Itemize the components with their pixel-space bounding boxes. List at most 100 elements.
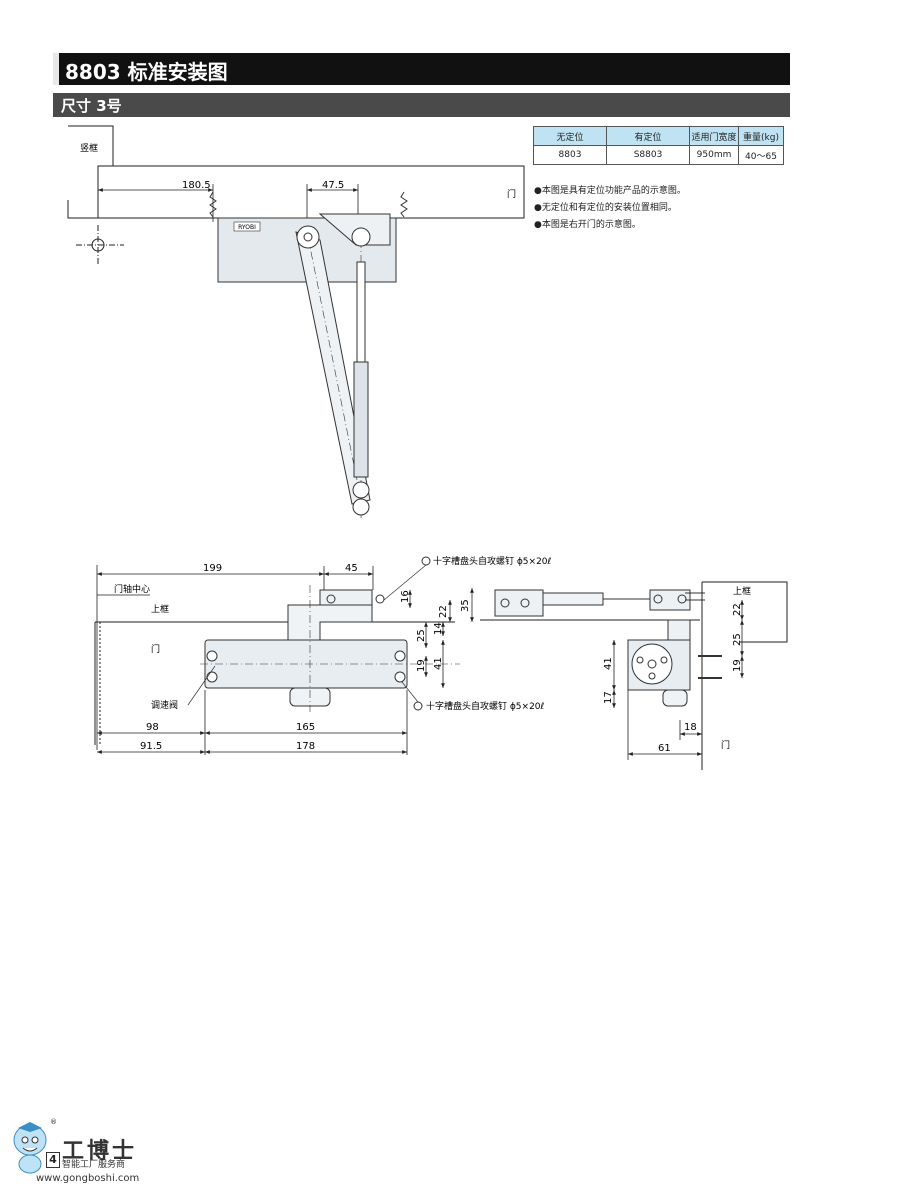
mount-screw-icon (394, 650, 406, 662)
mount-screw-icon (206, 671, 218, 683)
side-door-label: 门 (721, 739, 730, 751)
side-view-drawing: 上框 门 22 25 19 41 17 18 61 (480, 581, 788, 770)
side-arm (542, 592, 604, 606)
spec-header-cell: 适用门宽度 (689, 126, 739, 146)
side-spindle-icon (631, 643, 673, 685)
dim-25: 25 (416, 629, 427, 642)
mascot-logo-icon (8, 1118, 58, 1182)
page-title: 8803 标准安装图 (65, 60, 228, 84)
note-item: ●无定位和有定位的安装位置相同。 (534, 203, 677, 213)
screw-icon (400, 191, 408, 218)
side-screw-icon (653, 594, 663, 604)
dim-19s: 19 (732, 659, 743, 672)
title-accent (53, 53, 59, 85)
axis-label: 门轴中心 (114, 583, 150, 595)
dim-165: 165 (296, 722, 315, 733)
note-item: ●本图是具有定位功能产品的示意图。 (534, 186, 686, 196)
leader-line (187, 665, 216, 706)
spec-table-row: 8803 S8803 950mm 40～65 (533, 145, 784, 165)
dim-41: 41 (433, 657, 444, 670)
dim-61s: 61 (658, 743, 671, 754)
spec-header-cell: 重量(kg) (738, 126, 784, 146)
spec-table: 无定位 有定位 适用门宽度 重量(kg) 8803 S8803 950mm 40… (533, 126, 784, 165)
registered-mark: ® (50, 1118, 57, 1126)
frame-label: 竖框 (80, 142, 98, 154)
screw-note: 十字槽盘头自攻螺钉 ϕ5×20ℓ (433, 555, 551, 567)
dim-22s: 22 (732, 603, 743, 616)
installation-drawings: 竖框 门 180.5 47.5 RYOBI 199 (67, 125, 788, 770)
arm-pivot-inner (303, 232, 313, 242)
leader-line (383, 564, 427, 601)
dim-45: 45 (345, 563, 358, 574)
upper-frame-outline (702, 581, 788, 643)
side-screw-icon (520, 598, 530, 608)
section-subtitle-bar: 尺寸 3号 (53, 93, 790, 117)
elbow-pivot-icon (352, 481, 370, 499)
dim-a: 180.5 (182, 180, 211, 191)
dim-41s: 41 (603, 657, 614, 670)
spec-cell: 40～65 (738, 145, 784, 165)
footer-website: www.gongboshi.com (36, 1173, 140, 1184)
dim-18s: 18 (684, 722, 697, 733)
dim-178: 178 (296, 741, 315, 752)
screw-hole-icon (375, 594, 385, 604)
upper-frame-label: 上框 (151, 603, 169, 615)
dim-25s: 25 (732, 633, 743, 646)
dim-17s: 17 (603, 691, 614, 704)
valve-label: 调速阀 (151, 700, 178, 711)
screw-symbol-icon (413, 701, 423, 711)
door-label: 门 (151, 643, 160, 655)
page-title-bar: 8803 标准安装图 (53, 53, 790, 85)
section-subtitle: 尺寸 3号 (61, 97, 122, 115)
bracket-pivot-icon (351, 227, 371, 247)
dim-19: 19 (416, 659, 427, 672)
dim-22: 22 (438, 605, 449, 618)
forearm-tube (353, 361, 369, 478)
front-view-drawing: 199 45 门轴中心 上框 门 十字槽盘头自攻螺钉 ϕ5×20ℓ 十字槽盘头自… (94, 555, 551, 755)
arm-shoulder (287, 604, 373, 641)
leader-line (401, 681, 419, 703)
side-hole-icon (636, 656, 644, 664)
side-spindle-center (647, 659, 657, 669)
side-screw-icon (500, 598, 510, 608)
screw-hole-icon (326, 594, 336, 604)
arm-pivot-icon (296, 225, 320, 249)
side-hole-icon (660, 656, 668, 664)
nameplate (233, 221, 261, 232)
dim-b: 47.5 (322, 180, 344, 191)
spec-header-cell: 有定位 (606, 126, 690, 146)
side-boss (662, 689, 688, 707)
dim-35: 35 (460, 599, 471, 612)
top-installation-drawing: 竖框 门 180.5 47.5 RYOBI (67, 125, 525, 520)
side-hole-icon (648, 672, 656, 680)
connecting-rod (356, 261, 366, 363)
pivot-symbol-icon (91, 238, 105, 252)
nameplate-text: RYOBI (238, 224, 256, 231)
footer-tagline: 智能工厂服务商 (62, 1160, 126, 1170)
door-label: 门 (507, 188, 516, 200)
side-screw-icon (677, 594, 687, 604)
arm-bracket (318, 213, 391, 246)
side-upper-frame-label: 上框 (733, 585, 751, 597)
page-number: 4 (46, 1152, 60, 1168)
mount-screw-icon (394, 671, 406, 683)
door-outline (97, 165, 525, 219)
dim-16: 16 (400, 590, 411, 603)
note-item: ●本图是右开门的示意图。 (534, 220, 641, 230)
screw-note-2: 十字槽盘头自攻螺钉 ϕ5×20ℓ (426, 700, 544, 712)
spec-table-header-row: 无定位 有定位 适用门宽度 重量(kg) (533, 126, 784, 146)
dim-98: 98 (146, 722, 159, 733)
mount-screw-icon (206, 650, 218, 662)
spec-cell: 8803 (533, 145, 607, 165)
side-mount-screw-icon (698, 655, 722, 679)
elbow-pivot-icon (352, 498, 370, 516)
footer-brand: 工博士 (62, 1139, 138, 1164)
dim-199: 199 (203, 563, 222, 574)
screw-symbol-icon (421, 556, 431, 566)
dim-91-5: 91.5 (140, 741, 162, 752)
dim-14: 14 (433, 622, 444, 635)
side-arm-shoulder (667, 619, 691, 641)
side-bracket (649, 589, 691, 611)
spec-cell: 950mm (689, 145, 739, 165)
side-bracket-small (494, 589, 544, 617)
